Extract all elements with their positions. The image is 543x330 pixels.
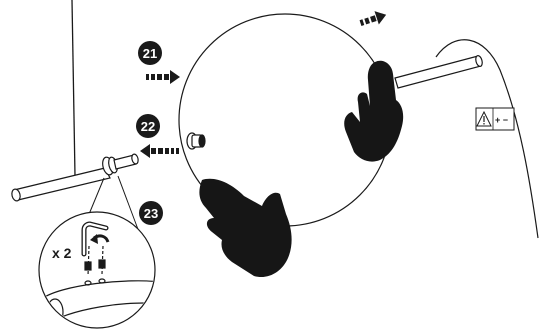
arrow-step-21 bbox=[146, 70, 180, 84]
arrow-top-right bbox=[359, 11, 387, 26]
step-badge-22: 22 bbox=[136, 114, 160, 138]
right-hand-icon bbox=[344, 60, 404, 162]
arrow-step-22 bbox=[140, 144, 179, 158]
right-tube bbox=[394, 55, 483, 89]
warning-label: + − bbox=[475, 107, 515, 131]
connector-piece bbox=[186, 132, 206, 150]
detail-zoom-circle: x 2 bbox=[38, 211, 156, 329]
step-number: 22 bbox=[141, 119, 155, 134]
step-number: 21 bbox=[143, 46, 157, 61]
left-hand-icon bbox=[199, 178, 292, 278]
hanging-cable bbox=[71, 0, 76, 177]
polarity-label: + − bbox=[495, 115, 508, 125]
power-cable bbox=[435, 39, 539, 239]
step-badge-23: 23 bbox=[139, 201, 163, 225]
left-tube bbox=[11, 153, 139, 202]
step-number: 23 bbox=[144, 206, 158, 221]
step-badge-21: 21 bbox=[138, 41, 162, 65]
warning-triangle-icon bbox=[476, 110, 492, 127]
quantity-label: x 2 bbox=[52, 245, 72, 261]
